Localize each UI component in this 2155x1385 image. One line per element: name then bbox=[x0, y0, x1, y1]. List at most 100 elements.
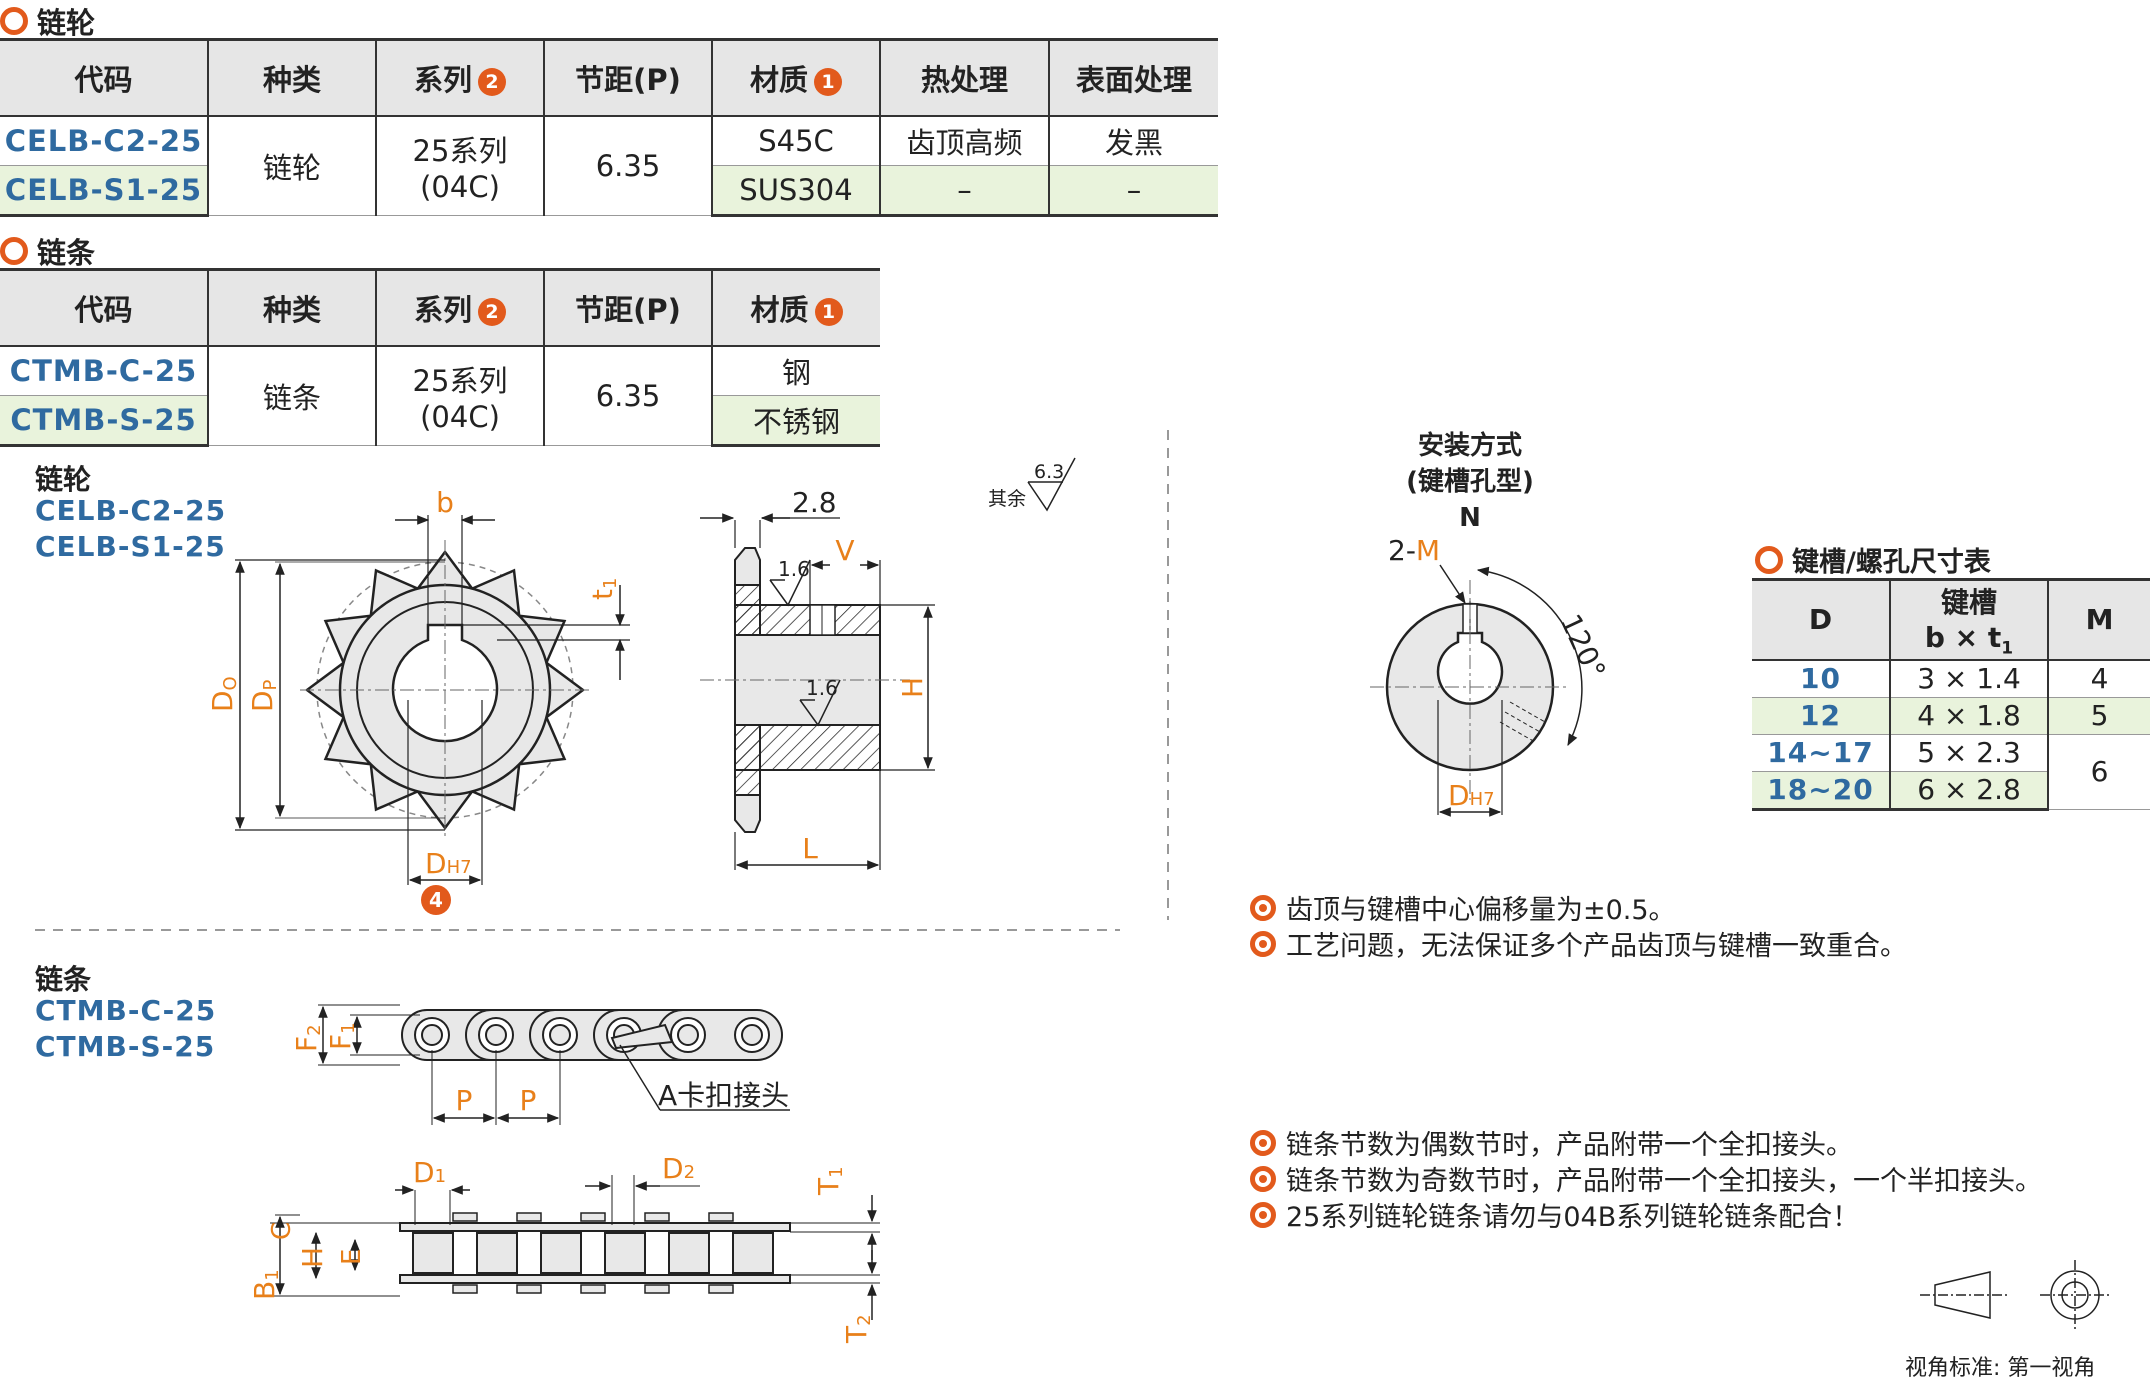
header-type: 种类 bbox=[207, 268, 376, 347]
dim-b1: B1 bbox=[248, 1269, 283, 1300]
dim-v: V bbox=[835, 534, 854, 567]
material-cell: 钢 bbox=[711, 346, 880, 396]
dim-d2: D2 bbox=[662, 1152, 695, 1185]
dim-h: H bbox=[896, 677, 929, 698]
dim-f2: F2 bbox=[290, 1024, 325, 1052]
chain-links bbox=[401, 1009, 783, 1061]
dim-h-chain: H bbox=[296, 1247, 329, 1268]
pitch-cell: 6.35 bbox=[543, 346, 712, 446]
table-row: 18~20 6 × 2.8 bbox=[1752, 771, 2150, 811]
rough-note-other: 其余 bbox=[988, 488, 1026, 510]
header-pitch: 节距(P) bbox=[543, 268, 712, 347]
chain-pin bbox=[677, 1024, 699, 1046]
bullet-icon bbox=[1250, 1129, 1276, 1156]
key-cell: 4 × 1.8 bbox=[1889, 697, 2048, 735]
series-cell: 25系列(04C) bbox=[375, 116, 544, 216]
chain-pin bbox=[485, 1024, 507, 1046]
dim-p-2: P bbox=[520, 1084, 537, 1117]
header-d: D bbox=[1752, 577, 1890, 661]
chain-plate-top bbox=[399, 1222, 791, 1232]
header-code: 代码 bbox=[0, 38, 208, 117]
dim-2-8: 2.8 bbox=[792, 486, 837, 519]
key-table-title: 键槽/螺孔尺寸表 bbox=[1755, 540, 1991, 579]
bullet-icon bbox=[1250, 930, 1276, 957]
header-code: 代码 bbox=[0, 268, 208, 347]
type-cell: 链条 bbox=[207, 346, 376, 446]
bullet-icon bbox=[1250, 1201, 1276, 1228]
section-ring-icon bbox=[1755, 545, 1783, 574]
chain-roller-side bbox=[412, 1232, 454, 1274]
surface-cell: 发黑 bbox=[1048, 116, 1218, 166]
header-m: M bbox=[2047, 577, 2150, 661]
chain-pin-head bbox=[708, 1212, 734, 1222]
table-row: 14~17 5 × 2.3 6 bbox=[1752, 734, 2150, 810]
header-heat: 热处理 bbox=[879, 38, 1049, 117]
code-cell: CTMB-S-25 bbox=[0, 395, 208, 447]
key-cell: 5 × 2.3 bbox=[1889, 734, 2048, 772]
header-pitch: 节距(P) bbox=[543, 38, 712, 117]
chain-pin-head bbox=[644, 1212, 670, 1222]
dim-c: C bbox=[267, 1222, 297, 1240]
chain-side-view: D1 D2 T1 T2 B1 C H E bbox=[248, 1152, 880, 1344]
header-surface: 表面处理 bbox=[1048, 38, 1218, 117]
dim-l: L bbox=[802, 832, 818, 865]
roughness-2: 1.6 bbox=[806, 676, 838, 700]
chain-pin-head bbox=[516, 1284, 542, 1294]
sprocket-section-title: 链轮 bbox=[0, 0, 95, 42]
angle-120: 120° bbox=[1554, 609, 1612, 684]
note-3: 链条节数为偶数节时，产品附带一个全扣接头。 bbox=[1250, 1123, 1853, 1162]
dim-dh7: DH7 bbox=[425, 847, 472, 880]
chain-pin bbox=[549, 1024, 571, 1046]
code-cell: CELB-C2-25 bbox=[0, 116, 208, 166]
code-cell: CELB-S1-25 bbox=[0, 165, 208, 217]
dim-install-dh7: DH7 bbox=[1448, 779, 1495, 812]
note-2: 工艺问题，无法保证多个产品齿顶与键槽一致重合。 bbox=[1250, 924, 1907, 963]
dim-do: DO bbox=[206, 676, 241, 712]
sprocket-side-view: 2.8 V 1.6 1.6 H L 其余 6.3 bbox=[700, 457, 1076, 870]
chain-code-2: CTMB-S-25 bbox=[35, 1030, 216, 1063]
material-cell: SUS304 bbox=[711, 165, 880, 217]
bullet-icon bbox=[1250, 894, 1276, 921]
note-4: 链条节数为奇数节时，产品附带一个全扣接头，一个半扣接头。 bbox=[1250, 1159, 2042, 1198]
chain-roller-side bbox=[540, 1232, 582, 1274]
table-row: CTMB-C-25 链条 25系列(04C) 6.35 钢 bbox=[0, 346, 880, 446]
chain-pin-head bbox=[708, 1284, 734, 1294]
badge-1-icon: 1 bbox=[814, 68, 842, 96]
d-cell: 10 bbox=[1752, 659, 1890, 698]
table-row: CELB-C2-25 链轮 25系列(04C) 6.35 S45C 齿顶高频 发… bbox=[0, 116, 1218, 216]
chain-pin-head bbox=[580, 1212, 606, 1222]
note-1: 齿顶与键槽中心偏移量为±0.5。 bbox=[1250, 888, 1676, 927]
chain-plate-bottom bbox=[399, 1274, 791, 1284]
install-title: 安装方式 (键槽孔型) N bbox=[1400, 428, 1540, 536]
label-2-m: 2-M bbox=[1388, 534, 1440, 567]
chain-drawing-label: 链条 bbox=[35, 963, 92, 996]
m-cell: 5 bbox=[2047, 697, 2150, 735]
badge-1-icon: 1 bbox=[814, 298, 843, 326]
heat-cell: – bbox=[879, 165, 1049, 217]
table-row: CELB-S1-25 SUS304 – – bbox=[0, 165, 1218, 217]
first-angle-projection-icon bbox=[1920, 1260, 2110, 1330]
dim-t2-chain: T2 bbox=[840, 1314, 875, 1344]
type-cell: 链轮 bbox=[207, 116, 376, 216]
chain-pin-head bbox=[452, 1284, 478, 1294]
dim-d1: D1 bbox=[413, 1156, 446, 1189]
badge-4-icon bbox=[421, 885, 451, 915]
key-cell: 3 × 1.4 bbox=[1889, 659, 2048, 698]
d-cell: 14~17 bbox=[1752, 734, 1890, 772]
dim-t1: t1 bbox=[586, 578, 621, 600]
table-row: CTMB-S-25 不锈钢 bbox=[0, 395, 880, 447]
chain-section-title: 链条 bbox=[0, 230, 95, 272]
sprocket-drawing-label: 链轮 bbox=[35, 463, 92, 496]
d-cell: 18~20 bbox=[1752, 771, 1890, 811]
label-a-connector: A卡扣接头 bbox=[658, 1079, 789, 1112]
pitch-cell: 6.35 bbox=[543, 116, 712, 216]
chain-code-1: CTMB-C-25 bbox=[35, 994, 217, 1027]
m-cell: 4 bbox=[2047, 659, 2150, 698]
code-cell: CTMB-C-25 bbox=[0, 346, 208, 396]
series-cell: 25系列(04C) bbox=[375, 346, 544, 446]
dim-f1: F1 bbox=[324, 1022, 359, 1050]
